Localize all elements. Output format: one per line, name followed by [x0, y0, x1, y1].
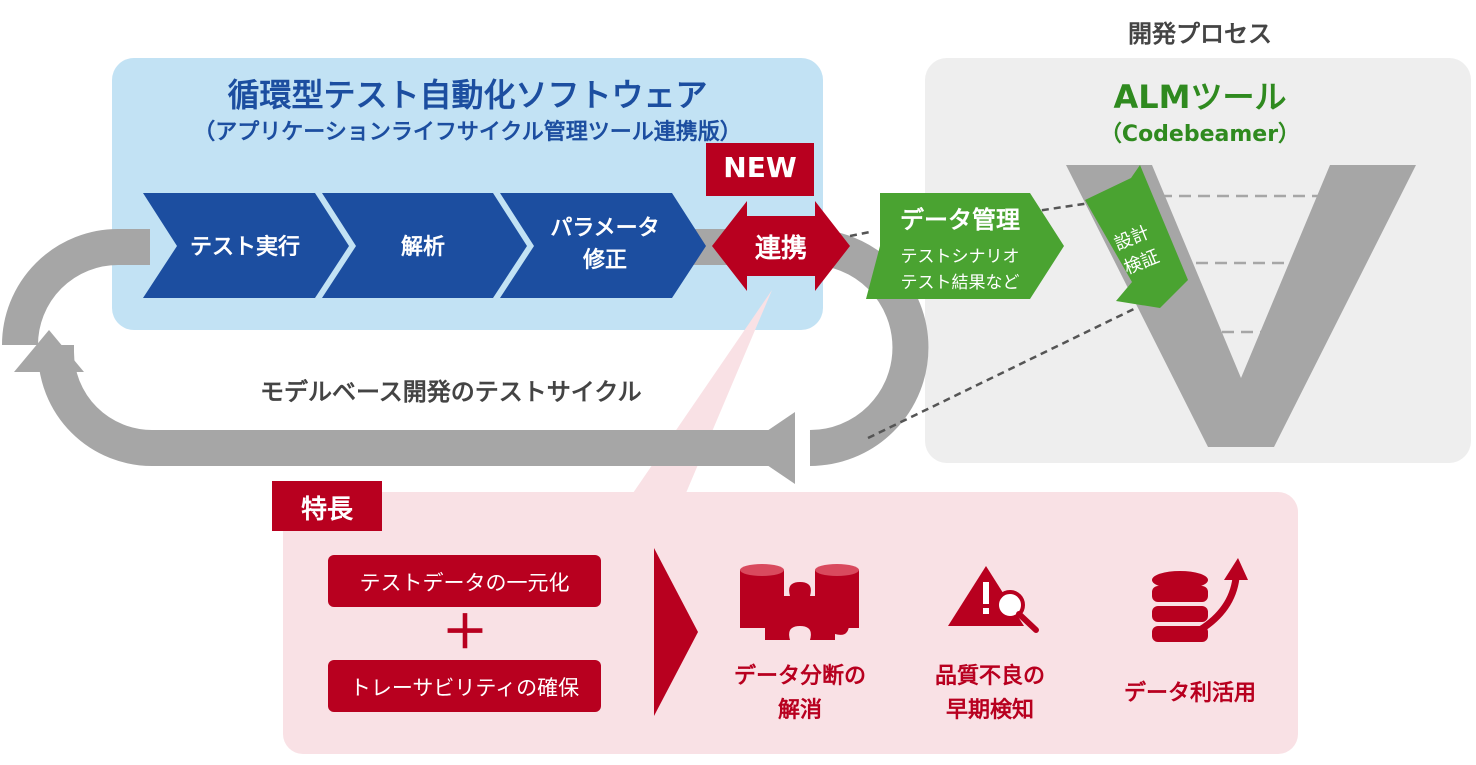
- result-chevron: [654, 548, 698, 716]
- data-mgmt-title: データ管理: [900, 206, 1020, 234]
- feature-item-2: トレーサビリティの確保: [349, 676, 580, 700]
- alm-panel: [925, 58, 1471, 463]
- benefit-2: 品質不良の 早期検知: [900, 660, 1080, 728]
- benefit-3: データ利活用: [1123, 681, 1256, 706]
- dev-process-header: 開発プロセス: [1128, 20, 1272, 48]
- features-badge: 特長: [300, 495, 353, 525]
- step-chevron-2: [322, 193, 527, 298]
- features-badge-bg: [272, 481, 382, 531]
- step-chevron-3: [500, 193, 706, 298]
- benefit-2-line2: 早期検知: [945, 698, 1034, 723]
- database-growth-icon: [1152, 558, 1248, 642]
- link-label: 連携: [754, 234, 807, 264]
- cycle-arrowhead-up: [14, 330, 84, 372]
- alm-tool-name: ALMツール: [1113, 78, 1287, 116]
- software-subtitle: （アプリケーションライフサイクル管理ツール連携版）: [193, 120, 742, 145]
- design-verify-arrow: [1085, 165, 1188, 308]
- step-label-3-line1: パラメータ: [550, 216, 660, 241]
- test-cycle-loop: [2, 229, 150, 346]
- puzzle-icon: [740, 564, 859, 640]
- step-label-3-line2: 修正: [582, 248, 627, 273]
- step-label-3: パラメータ修正: [540, 213, 670, 277]
- step-label-2: 解析: [400, 235, 445, 260]
- cycle-arrowhead-left: [742, 412, 795, 484]
- data-mgmt-line2: テスト結果など: [900, 273, 1020, 293]
- data-mgmt-line1: テストシナリオ: [900, 247, 1020, 267]
- feature-box-1: [328, 555, 601, 607]
- data-mgmt-arrow: [866, 193, 1064, 299]
- benefit-1-line1: データ分断の: [733, 664, 866, 689]
- cycle-label: モデルベース開発のテストサイクル: [260, 378, 642, 406]
- link-double-arrow: [712, 201, 850, 291]
- test-cycle-loop-right: [809, 229, 929, 466]
- step-chevron-1: [143, 193, 349, 298]
- step-label-1: テスト実行: [189, 235, 300, 260]
- warning-search-icon: [948, 566, 1039, 633]
- plus-sign: ＋: [442, 605, 488, 659]
- feature-box-2: [328, 660, 601, 712]
- benefit-1: データ分断の 解消: [710, 660, 890, 728]
- benefit-1-line2: 解消: [777, 698, 822, 723]
- alm-tool-product: （Codebeamer）: [1099, 122, 1301, 147]
- feature-item-1: テストデータの一元化: [359, 571, 570, 595]
- new-badge: NEW: [723, 151, 797, 184]
- new-badge-bg: [706, 143, 814, 196]
- software-title: 循環型テスト自動化ソフトウェア: [227, 76, 708, 114]
- benefit-2-line1: 品質不良の: [934, 664, 1045, 689]
